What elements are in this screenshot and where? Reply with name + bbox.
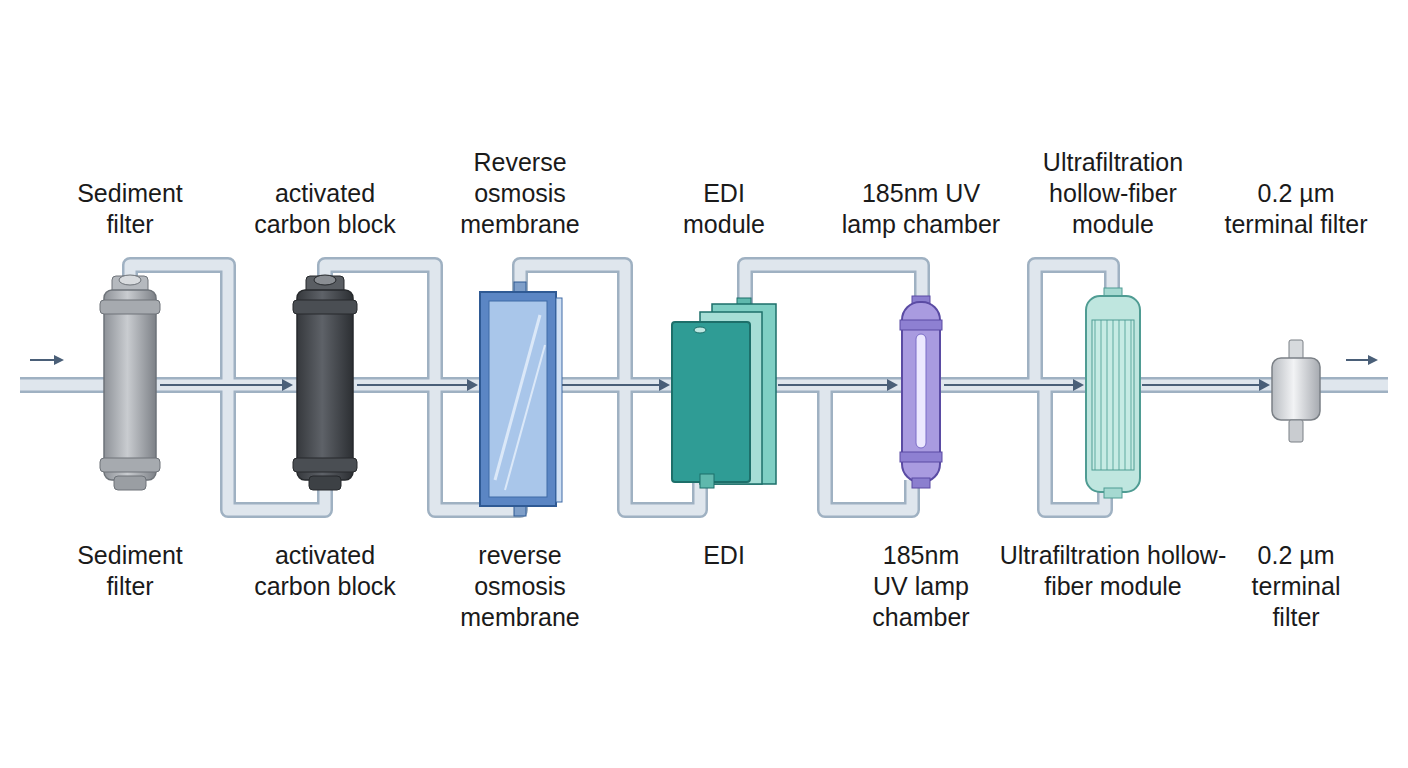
sediment-cartridge [100,275,160,490]
component-label-bottom: EDI [674,540,774,571]
component-node: Reverse osmosis membranereverse osmosis … [478,290,562,510]
component-label-bottom: 185nm UV lamp chamber [864,540,979,633]
component-label-top: Reverse osmosis membrane [435,147,605,240]
component-label-top: Sediment filter [55,178,205,240]
component-label-bottom: Sediment filter [55,540,205,602]
flow-connector [160,379,293,391]
component-label-top: activated carbon block [235,178,415,240]
component-label-top: Ultrafiltration hollow-fiber module [1023,147,1203,240]
component-node: EDI moduleEDI [670,300,778,490]
edi-stack [672,298,776,488]
flow-connector [778,379,898,391]
flow-connector [944,379,1084,391]
component-node: 185nm UV lamp chamber185nm UV lamp chamb… [898,296,944,490]
uv-chamber [900,296,942,488]
component-label-top: EDI module [674,178,774,240]
flow-connector [1142,379,1270,391]
component-node: Ultrafiltration hollow-fiber moduleUltra… [1084,288,1142,498]
component-label-top: 0.2 µm terminal filter [1211,178,1381,240]
component-label-bottom: activated carbon block [235,540,415,602]
uf-module [1086,288,1140,498]
component-label-bottom: 0.2 µm terminal filter [1241,540,1351,633]
ro-membrane-panel [480,282,562,516]
terminal-filter-capsule [1272,340,1320,442]
flow-connector [562,379,670,391]
component-node: 0.2 µm terminal filter0.2 µm terminal fi… [1270,340,1322,442]
pipe-outline [20,265,1388,510]
component-node: activated carbon blockactivated carbon b… [293,280,357,490]
component-node: Sediment filterSediment filter [100,280,160,490]
component-label-bottom: Ultrafiltration hollow-fiber module [988,540,1238,602]
pipe-fill [20,265,1388,510]
carbon-cartridge [293,275,357,490]
component-label-top: 185nm UV lamp chamber [839,178,1004,240]
component-label-bottom: reverse osmosis membrane [455,540,585,633]
flow-connector [357,379,478,391]
